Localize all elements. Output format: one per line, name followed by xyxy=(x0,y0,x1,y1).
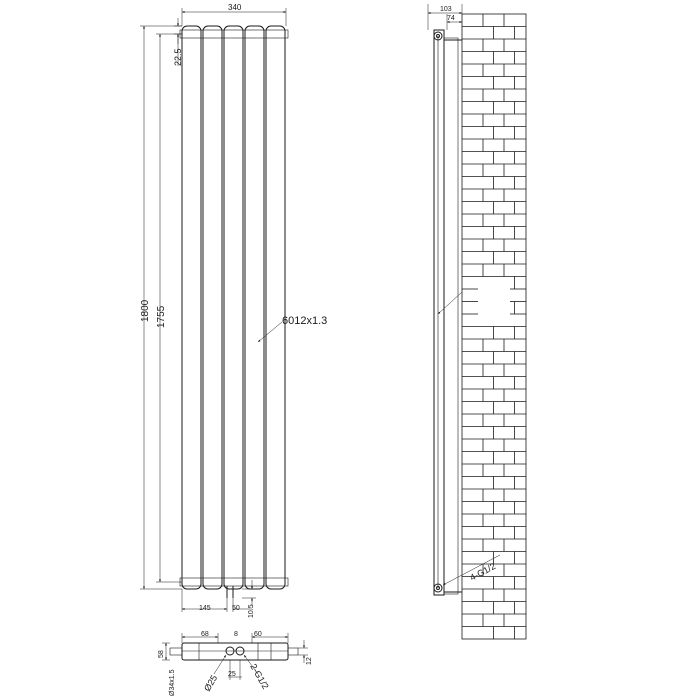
stub-right xyxy=(287,647,299,656)
pipe-dia-label: Ø25 xyxy=(202,673,219,693)
radiator-panels xyxy=(179,25,289,598)
dim-label-10-5: 10.5 xyxy=(248,604,255,618)
front-view: 340 1800 1755 22.5 6012x1.3 xyxy=(140,3,327,618)
valve-right xyxy=(235,646,245,656)
tube-spec-label: Ø34x1.5 xyxy=(169,669,176,696)
panel-2 xyxy=(202,25,223,590)
dim-top-offset: 22.5 xyxy=(173,18,183,66)
side-valve-top xyxy=(433,31,443,41)
valve-left xyxy=(225,646,235,656)
dim-label-12: 12 xyxy=(306,657,313,665)
panel-5 xyxy=(265,25,286,590)
dim-label-68: 68 xyxy=(201,631,209,638)
bottom-view: 68 8 60 58 Ø34x1.5 Ø25 2-G1/2 25 12 xyxy=(158,631,313,696)
dim-label-1800: 1800 xyxy=(140,299,151,322)
dim-label-340: 340 xyxy=(228,3,242,12)
dim-overall-width: 340 xyxy=(181,3,287,26)
dim-label-22-5: 22.5 xyxy=(173,48,183,66)
dim-label-145: 145 xyxy=(199,605,211,612)
bottom-body xyxy=(181,642,289,661)
panel-4 xyxy=(244,25,265,590)
brick-wall xyxy=(461,13,527,640)
side-valve-bottom xyxy=(433,583,443,593)
dim-label-8: 8 xyxy=(234,631,238,638)
radiator-depth-body xyxy=(443,37,459,595)
dim-label-50: 50 xyxy=(232,605,240,612)
dim-label-58: 58 xyxy=(158,650,165,658)
radiator-profile xyxy=(433,29,445,596)
panel-spec-callout: 6012x1.3 xyxy=(257,315,327,343)
dim-label-25: 25 xyxy=(228,671,236,678)
connection-label: 2-G1/2 xyxy=(248,662,270,691)
dim-bottom-row: 145 50 10.5 xyxy=(181,580,256,618)
dim-label-103: 103 xyxy=(440,6,452,13)
side-view: 103 74 4-G1/2 xyxy=(427,4,527,640)
panel-1 xyxy=(181,25,202,590)
dim-label-60: 60 xyxy=(254,631,262,638)
dim-label-74: 74 xyxy=(447,15,455,22)
dim-centre-height: 1755 xyxy=(156,33,182,583)
stub-left xyxy=(169,647,183,656)
panel-spec-label: 6012x1.3 xyxy=(282,315,327,327)
dim-label-1755: 1755 xyxy=(156,305,167,328)
panel-3 xyxy=(223,25,244,590)
